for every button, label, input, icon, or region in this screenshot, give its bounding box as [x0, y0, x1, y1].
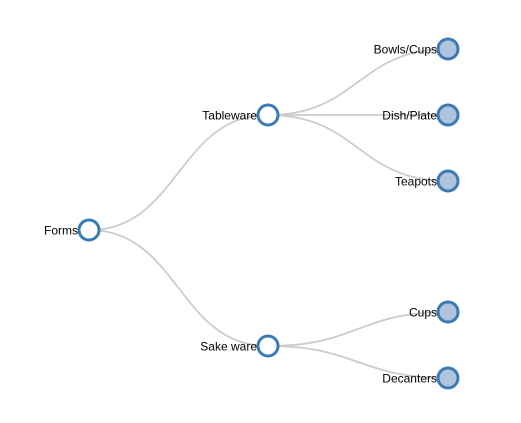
node-dish-plate-circle[interactable]: [436, 103, 460, 127]
tree-links: [88, 48, 449, 379]
link-sake-ware-cups: [267, 311, 449, 347]
link-forms-tableware: [88, 114, 269, 231]
link-sake-ware-decanters: [267, 345, 449, 379]
node-dish-plate-label: Dish/Plate: [382, 109, 437, 123]
node-sake-ware-circle[interactable]: [256, 334, 280, 358]
node-tableware[interactable]: Tableware: [202, 103, 280, 127]
node-cups-circle[interactable]: [436, 300, 460, 324]
node-sake-ware[interactable]: Sake ware: [200, 334, 280, 358]
node-forms-circle[interactable]: [77, 218, 101, 242]
node-dish-plate[interactable]: Dish/Plate: [382, 103, 460, 127]
link-forms-sake-ware: [88, 229, 269, 347]
node-bowls-cups-label: Bowls/Cups: [374, 43, 437, 57]
node-bowls-cups[interactable]: Bowls/Cups: [374, 37, 460, 61]
node-teapots[interactable]: Teapots: [395, 169, 460, 193]
node-cups-label: Cups: [409, 306, 437, 320]
node-teapots-label: Teapots: [395, 175, 437, 189]
node-tableware-circle[interactable]: [256, 103, 280, 127]
link-tableware-bowls-cups: [267, 48, 449, 116]
node-decanters[interactable]: Decanters: [382, 366, 460, 390]
node-decanters-label: Decanters: [382, 372, 437, 386]
node-tableware-label: Tableware: [202, 109, 257, 123]
node-sake-ware-label: Sake ware: [200, 340, 257, 354]
node-bowls-cups-circle[interactable]: [436, 37, 460, 61]
node-teapots-circle[interactable]: [436, 169, 460, 193]
node-cups[interactable]: Cups: [409, 300, 460, 324]
link-tableware-teapots: [267, 114, 449, 182]
node-forms[interactable]: Forms: [44, 218, 101, 242]
node-forms-label: Forms: [44, 224, 78, 238]
node-decanters-circle[interactable]: [436, 366, 460, 390]
